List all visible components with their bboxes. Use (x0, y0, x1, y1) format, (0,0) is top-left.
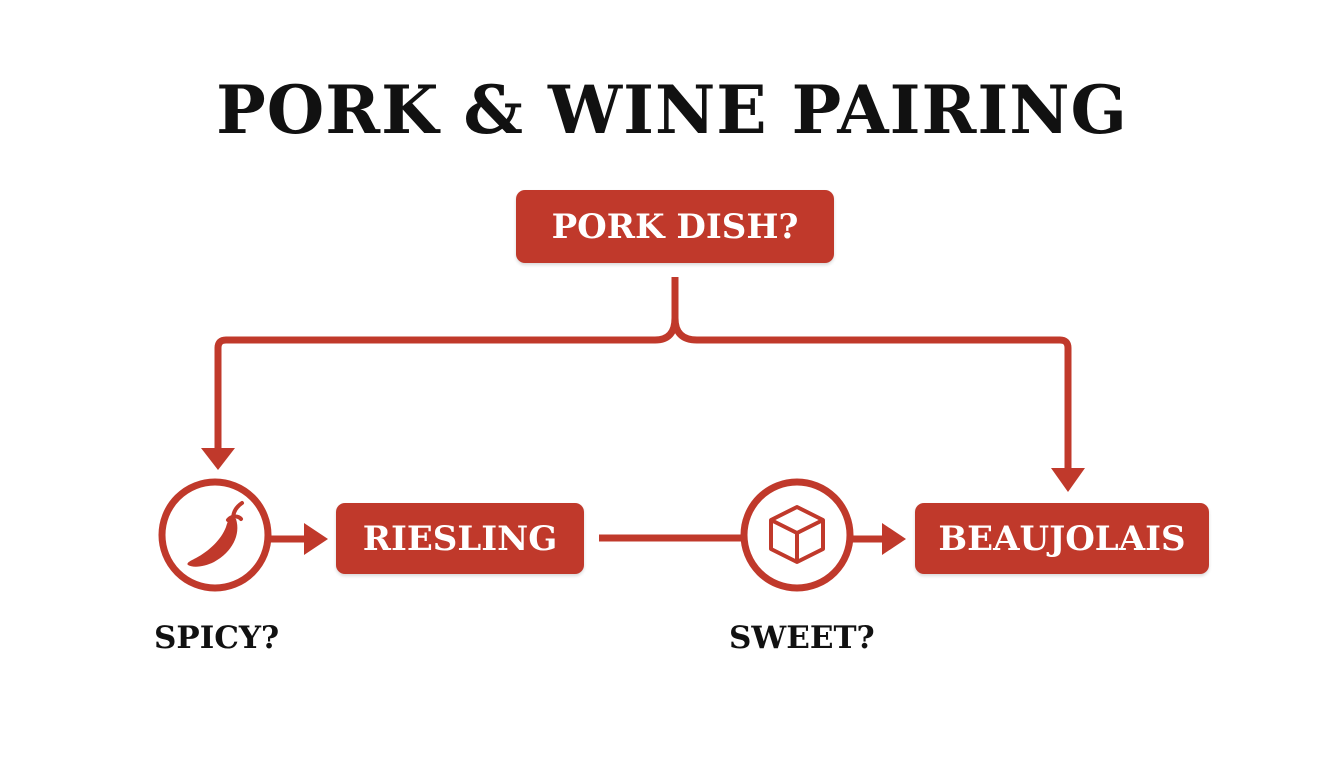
pork-dish-node: PORK DISH? (516, 190, 834, 263)
connector-split-right (671, 317, 1072, 470)
arrow-to-spicy (201, 448, 235, 470)
spicy-label: SPICY? (154, 620, 280, 656)
chili-pepper-icon (187, 501, 244, 567)
arrow-to-beaujolais (1051, 468, 1085, 492)
spicy-circle (158, 478, 272, 592)
arrow-to-beaujolais-side (882, 523, 906, 555)
page-title: PORK & WINE PAIRING (216, 71, 1128, 149)
arrow-to-riesling (304, 523, 328, 555)
beaujolais-node: BEAUJOLAIS (915, 503, 1209, 574)
sugar-cube-icon (769, 505, 825, 564)
riesling-node: RIESLING (336, 503, 584, 574)
sweet-label: SWEET? (729, 620, 875, 656)
connector-split (214, 277, 679, 452)
